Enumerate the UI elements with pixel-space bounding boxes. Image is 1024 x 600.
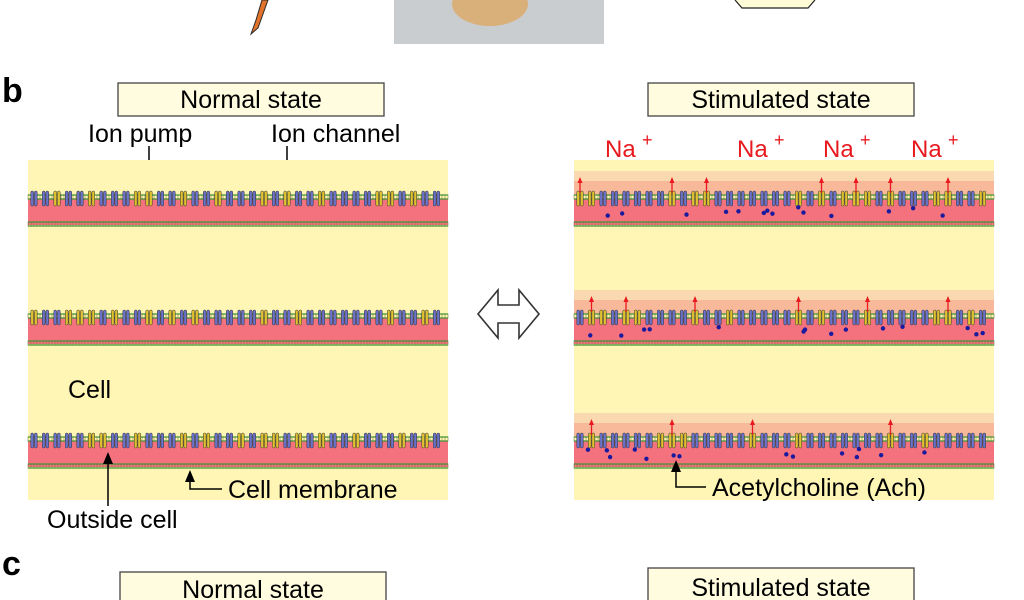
membrane-strip	[27, 309, 449, 346]
stimulated-state-title: Stimulated state	[691, 86, 870, 114]
normal-membranes	[27, 190, 449, 469]
svg-text:+: +	[642, 130, 653, 150]
acetylcholine-label: Acetylcholine (Ach)	[712, 474, 926, 502]
normal-state-title: Normal state	[180, 86, 322, 114]
ion-channel-label: Ion channel	[271, 120, 400, 148]
svg-text:Na: Na	[823, 136, 854, 163]
outside-cell-arrow	[103, 452, 113, 506]
membrane-strip	[573, 413, 995, 469]
na-ion-label: Na +	[823, 130, 871, 163]
outside-cell-label: Outside cell	[47, 506, 178, 534]
c-normal-title-box	[119, 571, 387, 600]
membrane-strip	[27, 432, 449, 469]
svg-text:Na: Na	[605, 136, 636, 163]
membrane-strip	[573, 171, 995, 227]
svg-text:+: +	[860, 130, 871, 150]
svg-text:Na: Na	[737, 136, 768, 163]
c-stimulated-title-box	[647, 567, 915, 600]
acetylcholine-arrow	[671, 460, 706, 488]
normal-title-box	[117, 82, 385, 117]
svg-text:Na: Na	[911, 136, 942, 163]
stimulated-title-box	[647, 82, 915, 117]
c-stimulated-state-title: Stimulated state	[691, 574, 870, 600]
membrane-strip	[573, 290, 995, 346]
svg-text:+: +	[774, 130, 785, 150]
na-ion-label: Na +	[911, 130, 959, 163]
stimulated-membranes	[573, 171, 995, 469]
cell-membrane-arrow	[185, 470, 222, 490]
shape-fragment	[734, 0, 816, 9]
ion-pump-label: Ion pump	[88, 120, 192, 148]
photo-object	[452, 0, 528, 26]
panel-b-letter: b	[2, 72, 23, 110]
organism-silhouette	[249, 0, 269, 36]
na-ion-label: Na +	[605, 130, 653, 163]
c-normal-state-title: Normal state	[182, 576, 324, 600]
membrane-strip	[27, 190, 449, 227]
svg-text:+: +	[948, 130, 959, 150]
na-ion-label: Na +	[737, 130, 785, 163]
cell-label: Cell	[68, 376, 111, 404]
panel-c-letter: c	[2, 545, 21, 583]
double-arrow-icon	[476, 287, 541, 341]
cell-membrane-label: Cell membrane	[228, 476, 398, 504]
